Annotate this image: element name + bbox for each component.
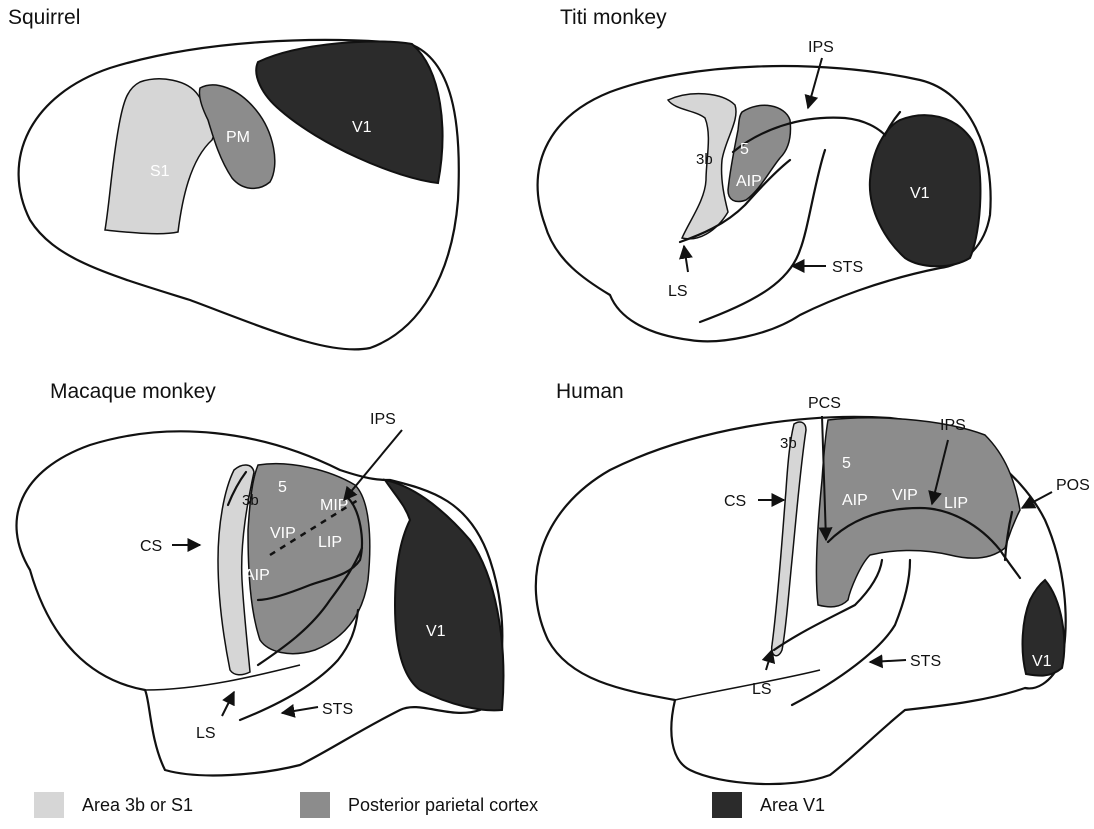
legend-swatch-s1 <box>34 792 64 818</box>
titi-5-label: 5 <box>740 141 749 158</box>
legend-item-v1: Area V1 <box>712 790 825 820</box>
macaque-sts-label: STS <box>322 701 353 718</box>
titi-sts-label: STS <box>832 259 863 276</box>
macaque-lip-label: LIP <box>318 534 342 551</box>
titi-ls-label: LS <box>668 283 688 300</box>
legend-swatch-v1 <box>712 792 742 818</box>
legend-swatch-ppc <box>300 792 330 818</box>
macaque-vip-label: VIP <box>270 525 296 542</box>
macaque-panel: Macaque monkey 3b 5 MIP VIP LIP AIP V1 I… <box>17 380 504 775</box>
squirrel-panel: Squirrel S1 PM V1 <box>8 6 459 349</box>
human-lip-label: LIP <box>944 495 968 512</box>
macaque-5-label: 5 <box>278 479 287 496</box>
human-5-label: 5 <box>842 455 851 472</box>
human-3b-label: 3b <box>780 435 797 452</box>
macaque-cs-label: CS <box>140 538 162 555</box>
human-ls-label: LS <box>752 681 772 698</box>
squirrel-s1-label: S1 <box>150 163 170 180</box>
macaque-v1-label: V1 <box>426 623 446 640</box>
squirrel-title: Squirrel <box>8 6 80 29</box>
squirrel-pm-label: PM <box>226 129 250 146</box>
human-aip-label: AIP <box>842 492 868 509</box>
macaque-ls-label: LS <box>196 725 216 742</box>
human-v1-label: V1 <box>1032 653 1052 670</box>
human-ips-label: IPS <box>940 417 966 434</box>
macaque-ips-label: IPS <box>370 411 396 428</box>
macaque-title: Macaque monkey <box>50 380 216 403</box>
titi-v1-label: V1 <box>910 185 930 202</box>
titi-aip-label: AIP <box>736 173 762 190</box>
human-pcs-label: PCS <box>808 395 841 412</box>
legend-label-v1: Area V1 <box>760 795 825 816</box>
squirrel-v1-label: V1 <box>352 119 372 136</box>
human-panel: Human 3b 5 AIP VIP LIP V1 PCS IPS POS CS… <box>536 380 1090 784</box>
legend-label-ppc: Posterior parietal cortex <box>348 795 538 816</box>
titi-ips-label: IPS <box>808 39 834 56</box>
human-pos-label: POS <box>1056 477 1090 494</box>
titi-panel: Titi monkey 3b 5 AIP V1 IPS LS STS <box>538 6 991 341</box>
human-title: Human <box>556 380 624 403</box>
legend-label-s1: Area 3b or S1 <box>82 795 193 816</box>
macaque-3b-label: 3b <box>242 492 259 509</box>
titi-title: Titi monkey <box>560 6 667 29</box>
titi-3b-label: 3b <box>696 151 713 168</box>
human-vip-label: VIP <box>892 487 918 504</box>
macaque-aip-label: AIP <box>244 567 270 584</box>
legend-item-s1: Area 3b or S1 <box>34 790 193 820</box>
human-sts-label: STS <box>910 653 941 670</box>
legend-item-ppc: Posterior parietal cortex <box>300 790 538 820</box>
human-cs-label: CS <box>724 493 746 510</box>
